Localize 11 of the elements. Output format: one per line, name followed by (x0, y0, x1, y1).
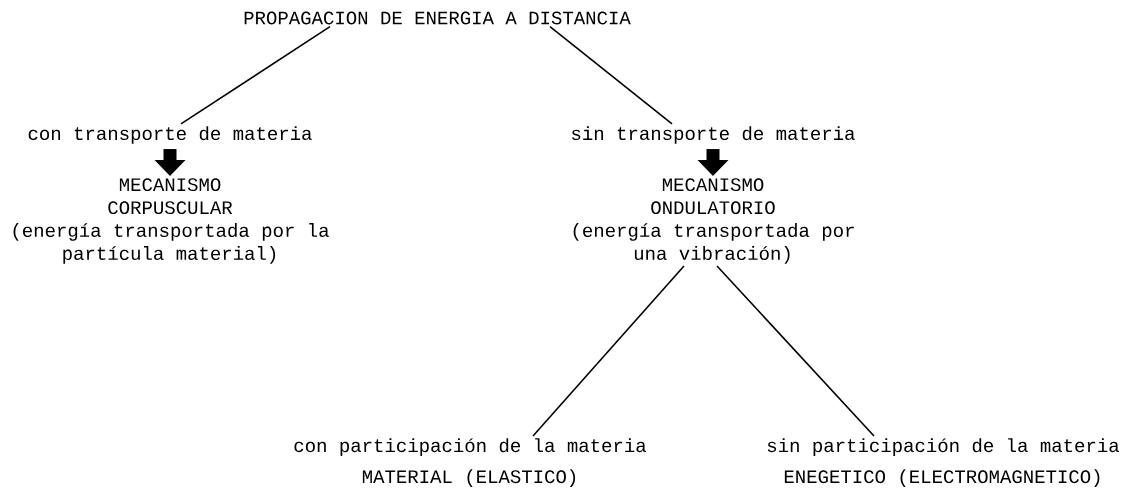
connector-line (716, 265, 875, 437)
text-label: sin participación de la materia ENEGETICO (ELECTROMAGNETICO) (767, 438, 1119, 487)
connector-line (549, 25, 673, 125)
text-label: MECANISMO ONDULATORIO (energía transportada por una vibración) (573, 178, 854, 264)
text-label: con transporte de materia (28, 126, 312, 144)
text-label: sin transporte de materia (572, 126, 855, 144)
connector-line (180, 25, 331, 125)
connector-line (532, 265, 685, 437)
text-label: MECANISMO CORPUSCULAR (energía transportada por la partícula material) (13, 178, 329, 264)
text-label: con participación de la materia MATERIAL (ELASTICO) (294, 438, 647, 487)
heading-text: PROPAGACION DE ENERGIA A DISTANCIA (244, 11, 631, 25)
